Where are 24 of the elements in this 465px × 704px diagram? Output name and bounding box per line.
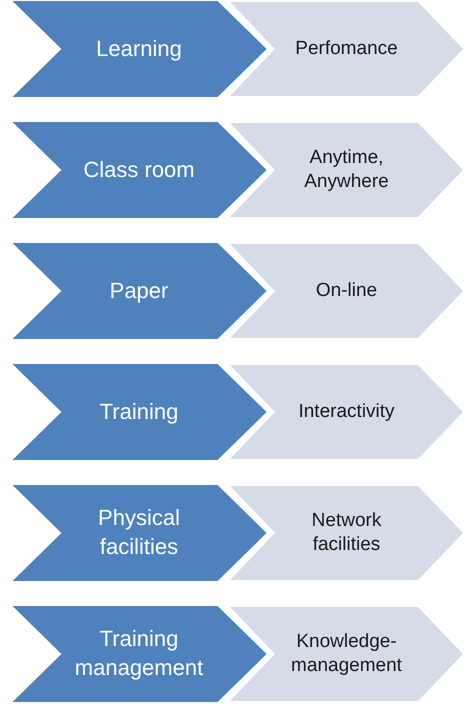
chevron-shape bbox=[230, 2, 463, 96]
step-label: Physical facilities bbox=[97, 504, 181, 561]
step-label: Paper bbox=[110, 276, 168, 305]
chevron-shape bbox=[230, 244, 463, 338]
step-label: On-line bbox=[316, 279, 378, 303]
step-label: Anytime, Anywhere bbox=[303, 146, 390, 194]
chevron-shape bbox=[230, 607, 463, 701]
step-label: Training bbox=[100, 398, 178, 426]
chevron-shape bbox=[10, 484, 268, 582]
chevron-shape bbox=[10, 242, 268, 340]
chevron-shape bbox=[10, 605, 268, 703]
step-label: Training management bbox=[74, 625, 204, 682]
chevron-shape bbox=[10, 0, 268, 98]
chevron-shape bbox=[230, 365, 463, 459]
chevron-shape bbox=[230, 486, 463, 580]
step-label: Perfomance bbox=[295, 37, 398, 61]
step-label: Class room bbox=[83, 156, 195, 184]
chevron-shape bbox=[10, 121, 268, 219]
step-label: Interactivity bbox=[298, 400, 395, 424]
step-label: Network facilities bbox=[310, 509, 382, 557]
chevron-shape bbox=[10, 363, 268, 461]
chevron-shape bbox=[230, 123, 463, 217]
step-label: Knowledge-management bbox=[290, 630, 403, 678]
step-label: Learning bbox=[96, 34, 182, 63]
